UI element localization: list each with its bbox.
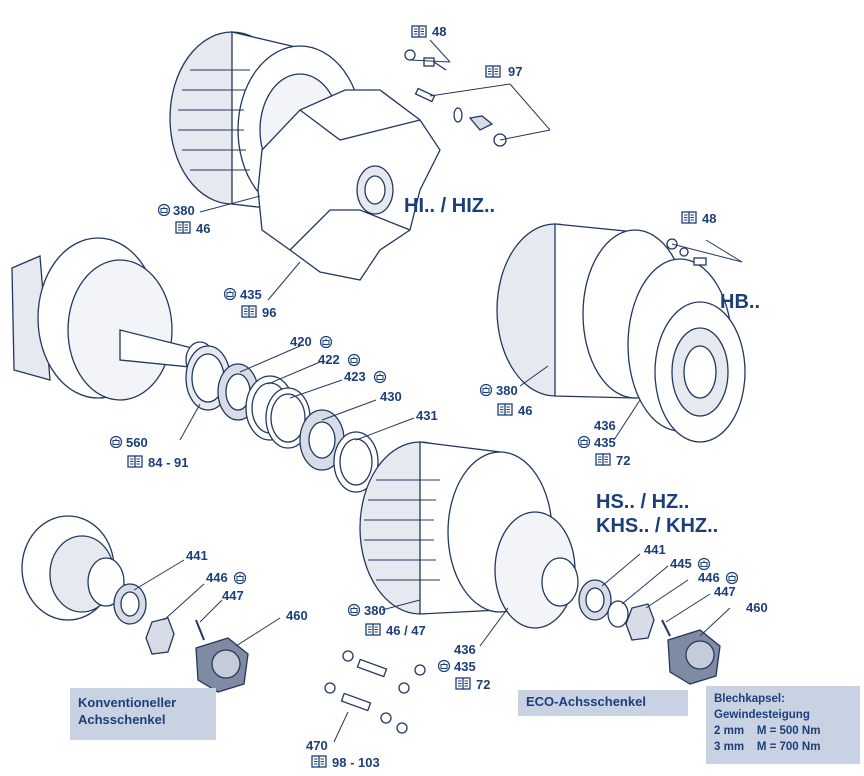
label-441-right: 441 — [644, 542, 666, 557]
axle-brake-assembly — [11, 237, 215, 401]
label-441-left: 441 — [186, 548, 208, 563]
label-72-hb: 72 — [616, 453, 630, 468]
label-46-hb: 46 — [518, 403, 532, 418]
label-97: 97 — [508, 64, 522, 79]
pin-447-left — [195, 619, 205, 641]
kit-icon — [479, 383, 493, 397]
brake-drum-hs — [359, 441, 579, 629]
blech-title: Blechkapsel: — [714, 693, 785, 705]
bearing-441-eco — [578, 579, 612, 621]
label-445: 445 — [670, 556, 692, 571]
label-96: 96 — [262, 305, 276, 320]
leader-48-top — [409, 39, 451, 63]
label-470: 470 — [306, 738, 328, 753]
cap-460-eco — [667, 629, 721, 685]
label-46-47: 46 / 47 — [386, 623, 426, 638]
blech-sub: Gewindesteigung — [714, 709, 810, 721]
hub-conventional — [21, 515, 125, 621]
book-icon — [681, 211, 697, 224]
kit-icon — [437, 659, 451, 673]
book-icon — [127, 455, 143, 468]
cap-460-left — [195, 637, 249, 693]
book-icon — [365, 623, 381, 636]
kit-icon — [109, 435, 123, 449]
kit-icon — [725, 571, 739, 585]
label-560: 560 — [126, 435, 148, 450]
kit-icon — [697, 557, 711, 571]
bearing-430 — [299, 409, 345, 471]
label-72-b: 72 — [476, 677, 490, 692]
kit-icon — [233, 571, 247, 585]
label-46-a: 46 — [196, 221, 210, 236]
label-48-top: 48 — [432, 24, 446, 39]
wheel-bolt-set-top — [404, 49, 507, 147]
ring-445 — [607, 600, 629, 628]
konventioneller-achsschenkel-box: Konventioneller Achsschenkel — [70, 688, 216, 740]
pin-447-eco — [661, 619, 671, 637]
heading-khs: KHS.. / KHZ.. — [596, 515, 718, 537]
heading-hi: HI.. / HIZ.. — [404, 195, 495, 217]
label-435-b: 435 — [454, 659, 476, 674]
konv-line1: Konventioneller — [78, 695, 177, 710]
label-422: 422 — [318, 352, 340, 367]
label-380-a: 380 — [173, 203, 195, 218]
kit-icon — [373, 370, 387, 384]
book-icon — [455, 677, 471, 690]
konv-line2: Achsschenkel — [78, 712, 166, 727]
label-436-b: 436 — [454, 642, 476, 657]
kit-icon — [157, 203, 171, 217]
label-98-103: 98 - 103 — [332, 755, 380, 770]
book-icon — [411, 25, 427, 38]
kit-icon — [347, 353, 361, 367]
label-447-left: 447 — [222, 588, 244, 603]
ring-431 — [333, 431, 379, 493]
label-431: 431 — [416, 408, 438, 423]
book-icon — [175, 221, 191, 234]
label-420: 420 — [290, 334, 312, 349]
blechkapsel-box: Blechkapsel: Gewindesteigung 2 mm M = 50… — [706, 686, 860, 764]
book-icon — [595, 453, 611, 466]
blech-row2: 3 mm M = 700 Nm — [714, 741, 821, 753]
kit-icon — [577, 435, 591, 449]
label-84-91: 84 - 91 — [148, 455, 188, 470]
nut-446-left — [145, 617, 175, 655]
eco-achsschenkel-box: ECO-Achsschenkel — [518, 690, 688, 716]
label-435-a: 435 — [240, 287, 262, 302]
book-icon — [497, 403, 513, 416]
book-icon — [485, 65, 501, 78]
hub-spider-hi — [257, 89, 441, 281]
leader-lines — [133, 195, 731, 743]
kit-icon — [347, 603, 361, 617]
leader-97 — [429, 83, 551, 141]
label-447-right: 447 — [714, 584, 736, 599]
label-423: 423 — [344, 369, 366, 384]
label-435-hb: 435 — [594, 435, 616, 450]
eco-label: ECO-Achsschenkel — [526, 694, 646, 709]
heading-hs: HS.. / HZ.. — [596, 491, 689, 513]
label-436-hb: 436 — [594, 418, 616, 433]
label-446-right: 446 — [698, 570, 720, 585]
book-icon — [311, 755, 327, 768]
book-icon — [241, 305, 257, 318]
bolt-set-hb — [666, 238, 743, 266]
label-380-b: 380 — [364, 603, 386, 618]
label-460-left: 460 — [286, 608, 308, 623]
label-430: 430 — [380, 389, 402, 404]
kit-icon — [319, 335, 333, 349]
label-48-r: 48 — [702, 211, 716, 226]
label-380-hb: 380 — [496, 383, 518, 398]
wheel-studs-470 — [324, 650, 426, 734]
label-446-left: 446 — [206, 570, 228, 585]
label-460-right: 460 — [746, 600, 768, 615]
nut-446-eco — [625, 603, 655, 641]
heading-hb: HB.. — [720, 291, 760, 313]
brake-drum-hb — [496, 223, 746, 443]
bearing-441-left — [113, 583, 147, 625]
kit-icon — [223, 287, 237, 301]
blech-row1: 2 mm M = 500 Nm — [714, 725, 821, 737]
